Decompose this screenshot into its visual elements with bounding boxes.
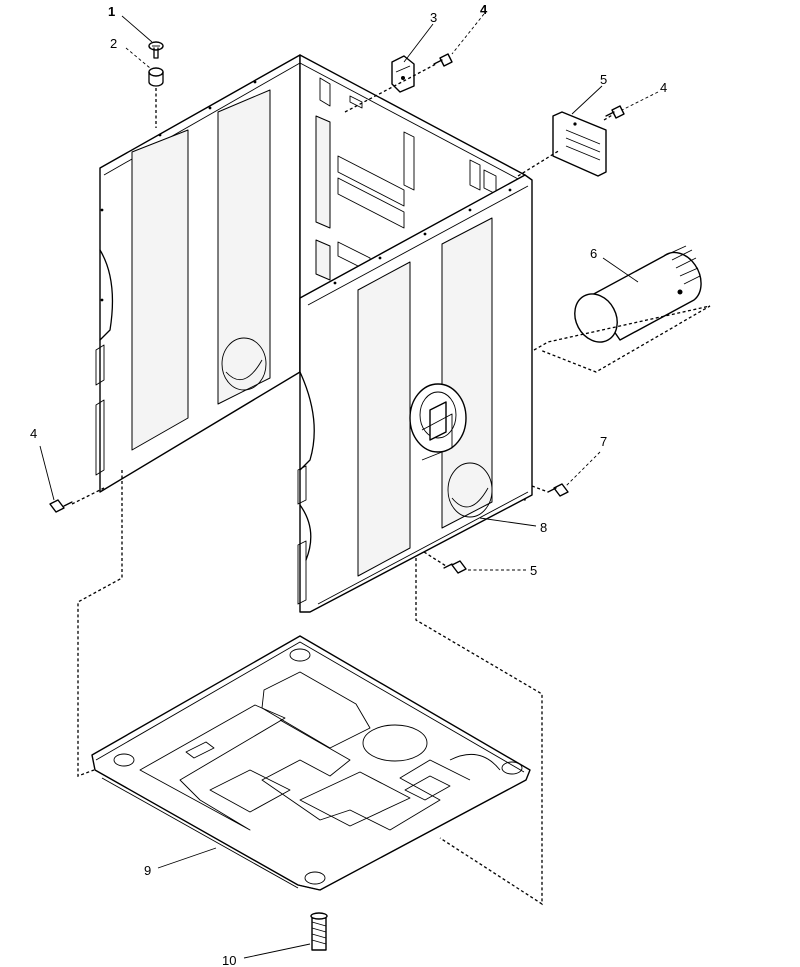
cabinet-side-panel [100, 80, 533, 613]
callout-5-bracket: 5 [600, 72, 607, 87]
callout-2: 2 [110, 36, 117, 51]
part-4-screw-top [433, 53, 453, 67]
callout-10: 10 [222, 953, 236, 967]
part-6-cylinder [574, 245, 702, 343]
part-5-screw [443, 560, 467, 574]
callout-4-right: 4 [660, 80, 667, 95]
callout-7: 7 [600, 434, 607, 449]
callout-4-top: 4 [480, 2, 488, 17]
callout-1: 1 [108, 4, 115, 19]
panel-rivets [100, 80, 512, 302]
callout-6: 6 [590, 246, 597, 261]
part-5-bracket [552, 111, 607, 177]
part-2-washer [148, 67, 164, 87]
callout-9: 9 [144, 863, 151, 878]
callout-4-left: 4 [30, 426, 37, 441]
callout-labels: 1 2 3 4 5 4 6 4 7 8 5 9 10 [30, 2, 667, 967]
alignment-lines [71, 63, 711, 906]
leader-lines [39, 13, 659, 959]
part-1-screw [148, 41, 164, 59]
part-4-screw-left [49, 499, 73, 513]
part-9-base-pan [91, 635, 531, 891]
callout-3: 3 [430, 10, 437, 25]
part-3-bracket [391, 55, 415, 93]
part-4-screw-right [605, 105, 625, 119]
callout-5-screw: 5 [530, 563, 537, 578]
part-10-leveling-leg [310, 912, 328, 951]
callout-8: 8 [540, 520, 547, 535]
part-7-screw [547, 483, 569, 497]
exhaust-duct-fitting [409, 383, 467, 461]
